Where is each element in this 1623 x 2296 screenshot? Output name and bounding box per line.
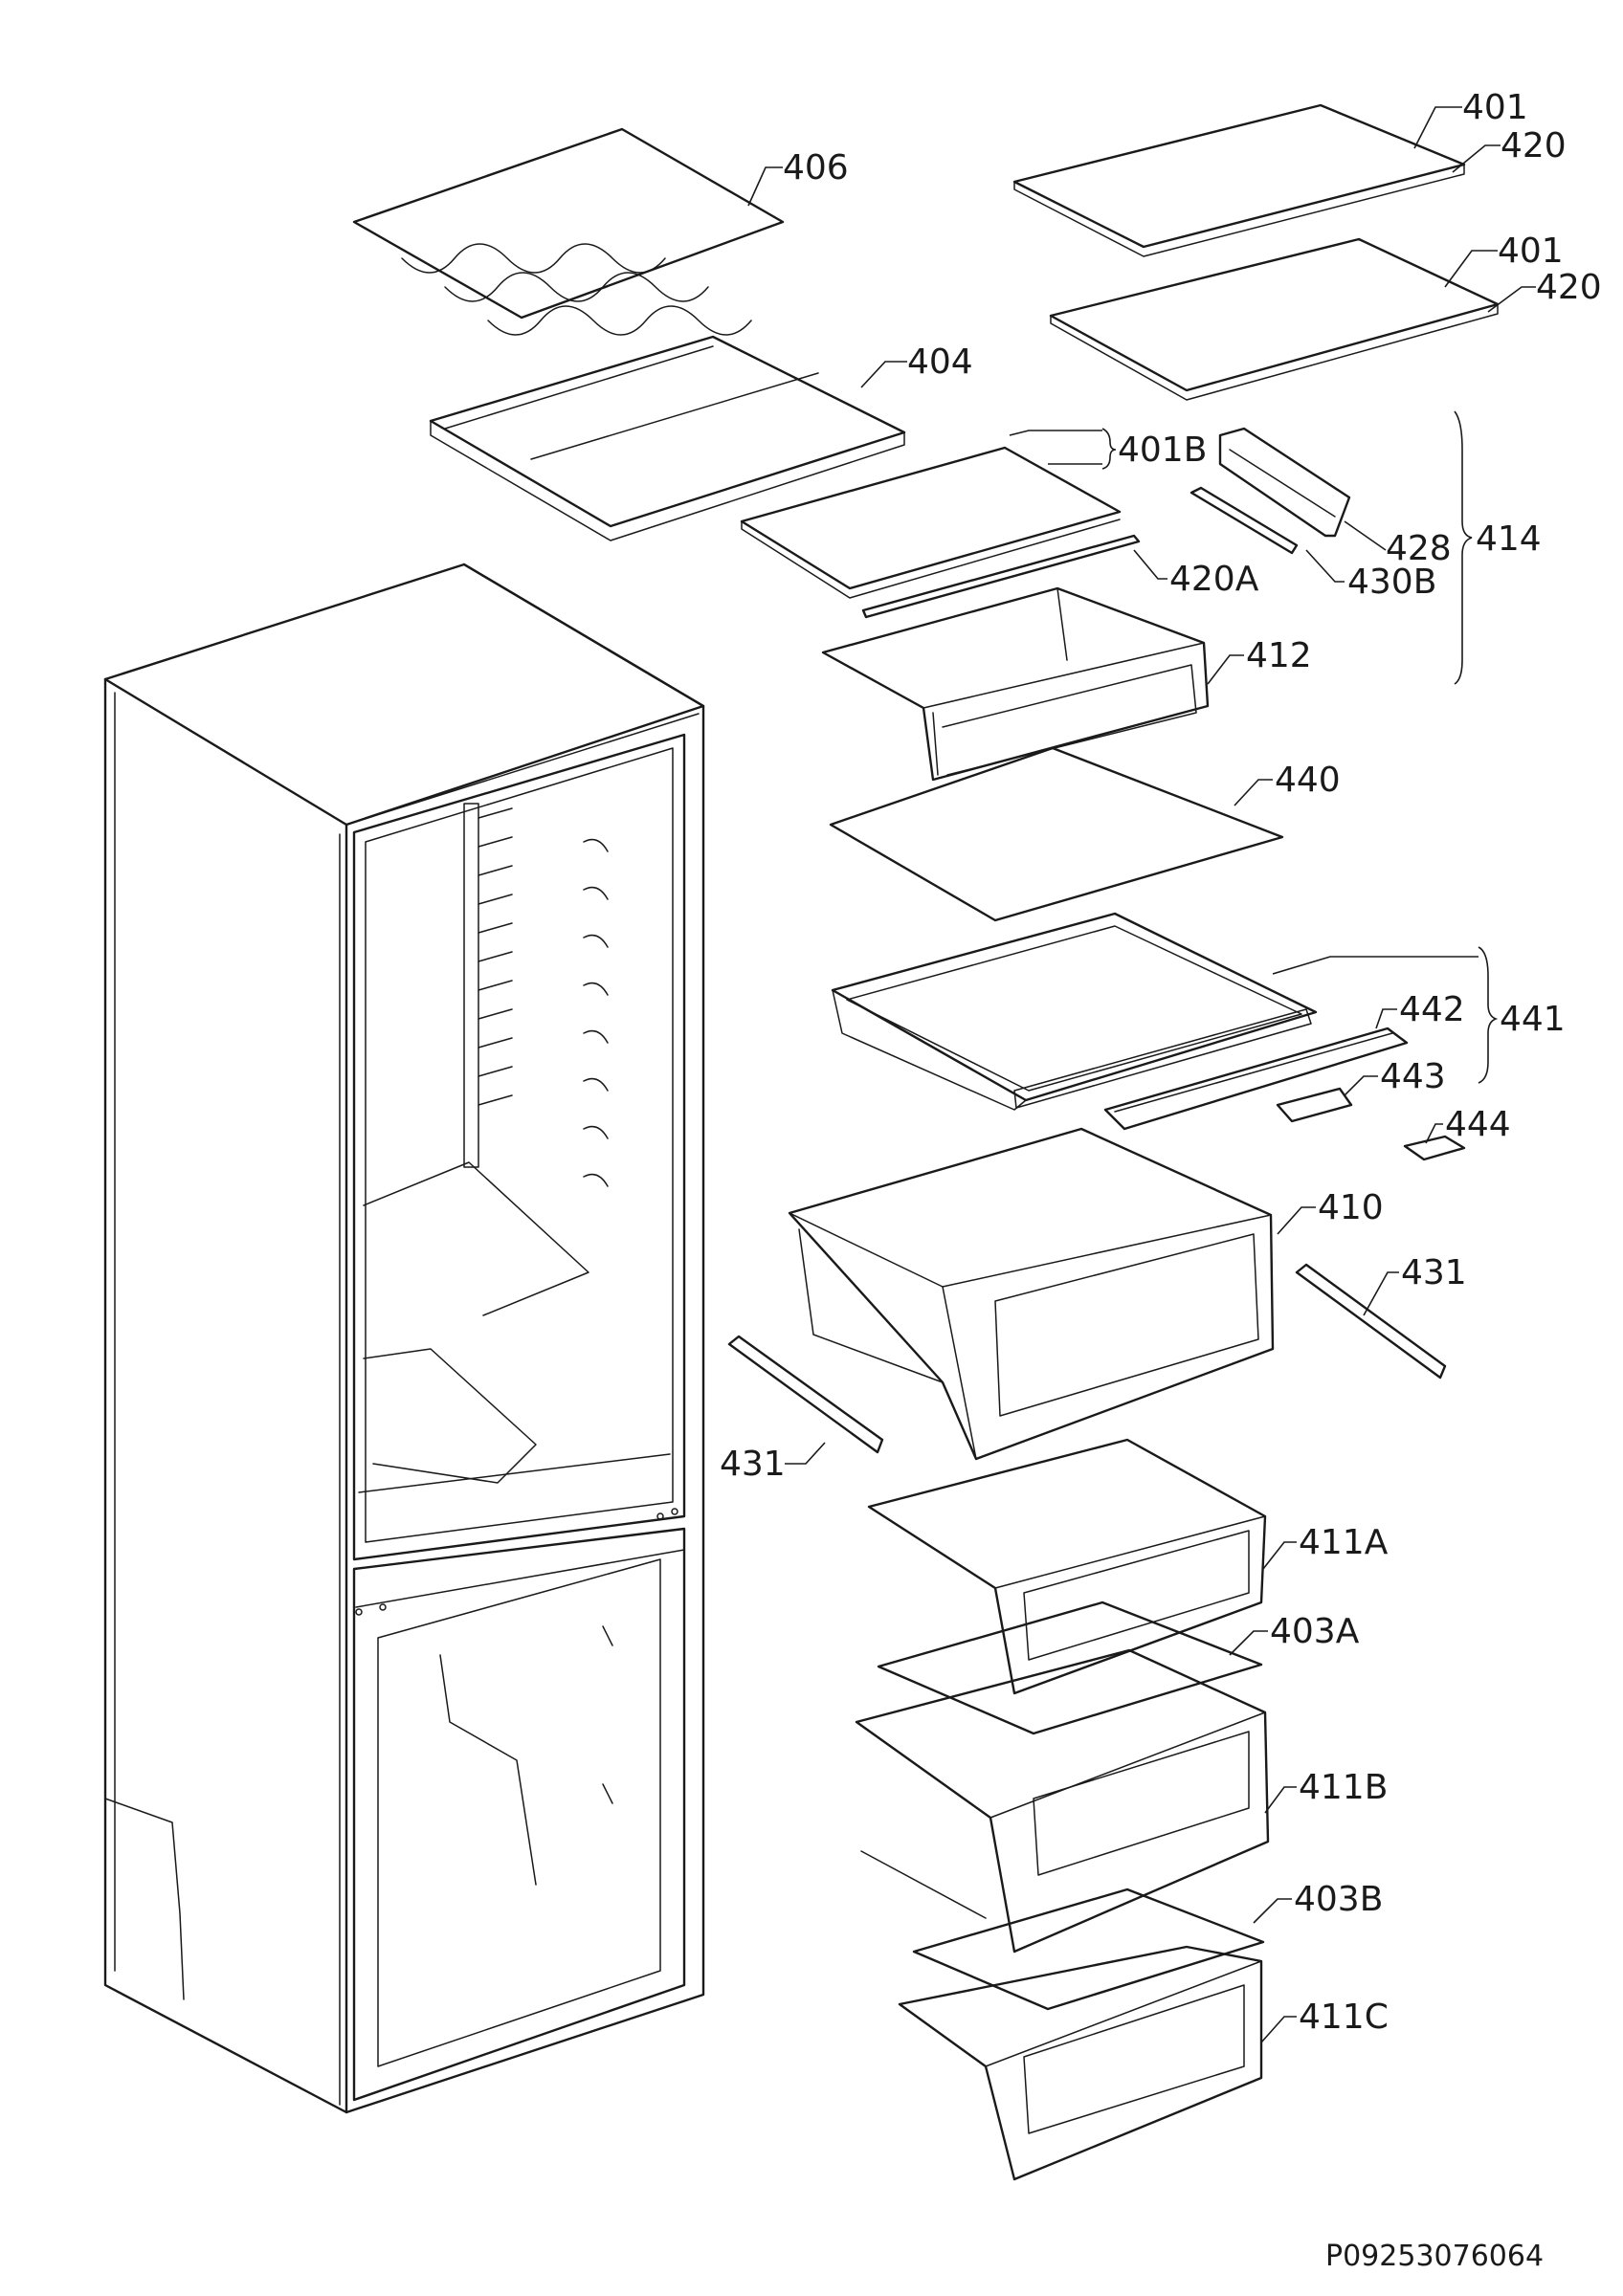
label-414: 414: [1476, 519, 1542, 559]
filter-444: [1403, 1135, 1466, 1161]
slide-rail-431-right: [1295, 1263, 1447, 1380]
drawer-411B: [855, 1648, 1270, 1954]
label-401-upper: 401: [1462, 88, 1528, 127]
glass-shelf-401-upper: [1012, 103, 1466, 257]
document-code: P09253076064: [1325, 2240, 1544, 2273]
drawer-412: [821, 586, 1210, 782]
callout-labels: 401 420 401 420 406 404 401B 428 414 430…: [720, 88, 1602, 2273]
crisper-cover-441: [831, 912, 1318, 1111]
label-430B: 430B: [1347, 563, 1436, 602]
drawer-411A: [867, 1438, 1267, 1695]
label-444: 444: [1445, 1105, 1511, 1144]
bracket-428: [1218, 427, 1351, 538]
glass-panel-403B: [912, 1888, 1265, 2011]
label-411C: 411C: [1299, 1998, 1389, 2037]
label-401B: 401B: [1118, 430, 1207, 470]
trim-420A: [861, 534, 1141, 619]
label-431-left: 431: [720, 1445, 786, 1484]
label-411A: 411A: [1299, 1523, 1389, 1562]
label-401-lower: 401: [1498, 232, 1564, 271]
label-420-lower: 420: [1536, 268, 1602, 307]
glass-panel-440: [829, 746, 1284, 922]
label-442: 442: [1399, 990, 1465, 1029]
glass-panel-403A: [877, 1601, 1263, 1735]
label-403A: 403A: [1270, 1612, 1360, 1651]
label-403B: 403B: [1294, 1880, 1383, 1919]
drawer-411C: [898, 1945, 1263, 2181]
label-420A: 420A: [1169, 560, 1259, 599]
glass-shelf-401B: [740, 446, 1122, 599]
label-443: 443: [1380, 1057, 1446, 1096]
rail-430B: [1189, 486, 1299, 555]
label-412: 412: [1246, 636, 1312, 675]
clip-443: [1276, 1087, 1353, 1123]
slide-rail-431-left: [727, 1335, 884, 1454]
label-441: 441: [1500, 1000, 1566, 1039]
fridge-cabinet: [103, 563, 705, 2114]
shelf-404: [429, 335, 906, 541]
label-428: 428: [1386, 529, 1452, 568]
grille-442: [1103, 1027, 1409, 1131]
label-420-upper: 420: [1501, 126, 1567, 166]
label-406: 406: [783, 148, 849, 188]
label-410: 410: [1318, 1188, 1384, 1227]
leader-lines: [747, 106, 1536, 2043]
label-404: 404: [907, 342, 973, 382]
label-431-right: 431: [1401, 1253, 1467, 1292]
label-411B: 411B: [1299, 1768, 1388, 1807]
drawer-410: [788, 1127, 1275, 1461]
label-440: 440: [1275, 761, 1341, 800]
glass-shelf-401-lower: [1049, 237, 1500, 401]
wine-rack-406: [352, 127, 785, 336]
